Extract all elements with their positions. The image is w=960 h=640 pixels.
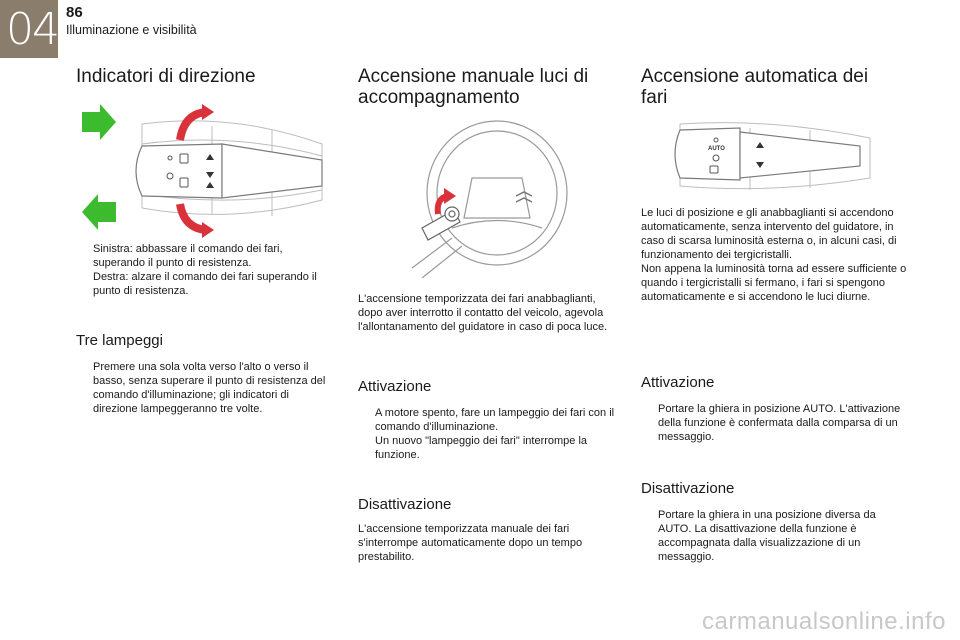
col2-deactivation-text: L'accensione temporizzata manuale dei fa… — [358, 523, 583, 563]
list-item: Un nuovo "lampeggio dei fari" interrompe… — [375, 435, 588, 461]
list-item: Sinistra: abbassare il comando dei fari,… — [93, 243, 283, 269]
watermark: carmanualsonline.info — [702, 608, 946, 635]
brand-logo-icon — [515, 191, 533, 203]
direction-indicator-illustration — [82, 104, 323, 238]
steering-wheel-illustration — [411, 120, 568, 278]
arrow-up-curved-icon — [176, 104, 214, 141]
col2-activation-list: A motore spento, fare un lampeggio dei f… — [358, 406, 623, 462]
col3-paragraph-1: Le luci di posizione e gli anabbaglianti… — [641, 207, 897, 261]
chapter-tab: 04 — [0, 0, 60, 58]
col2-deactivation-title: Disattivazione — [358, 496, 452, 513]
col1-sub-bullet-list: Premere una sola volta verso l'alto o ve… — [76, 360, 326, 416]
list-item: Premere una sola volta verso l'alto o ve… — [93, 361, 326, 415]
col3-deactivation-title: Disattivazione — [641, 480, 735, 497]
col3-paragraph-2: Non appena la luminosità torna ad essere… — [641, 263, 907, 303]
arrow-flash-icon — [434, 188, 456, 215]
list-item: Portare la ghiera in una posizione diver… — [658, 509, 876, 563]
col3-activation-title: Attivazione — [641, 374, 715, 391]
auto-label: AUTO — [708, 146, 725, 152]
section-title: Illuminazione e visibilità — [66, 23, 197, 37]
list-item: Destra: alzare il comando dei fari super… — [93, 271, 317, 297]
list-item: Portare la ghiera in posizione AUTO. L'a… — [658, 403, 901, 443]
arrow-left-icon — [82, 194, 116, 230]
col3-deactivation-list: Portare la ghiera in una posizione diver… — [641, 508, 891, 564]
arrow-right-icon — [82, 104, 116, 140]
list-item: A motore spento, fare un lampeggio dei f… — [375, 407, 615, 433]
arrow-down-curved-icon — [176, 203, 214, 238]
col2-title: Accensione manuale luci di accompagnamen… — [358, 66, 589, 108]
col1-subtitle: Tre lampeggi — [76, 332, 163, 349]
auto-headlamp-stalk-illustration: AUTO — [674, 122, 871, 190]
col3-activation-list: Portare la ghiera in posizione AUTO. L'a… — [641, 402, 903, 444]
col1-bullet-list: Sinistra: abbassare il comando dei fari,… — [76, 242, 326, 298]
chapter-number: 04 — [6, 4, 60, 55]
col2-paragraph: L'accensione temporizzata dei fari anabb… — [358, 293, 608, 333]
col3-title: Accensione automatica dei fari — [641, 66, 869, 108]
col1-title: Indicatori di direzione — [76, 66, 256, 87]
page-number: 86 — [66, 4, 83, 21]
col2-activation-title: Attivazione — [358, 378, 432, 395]
